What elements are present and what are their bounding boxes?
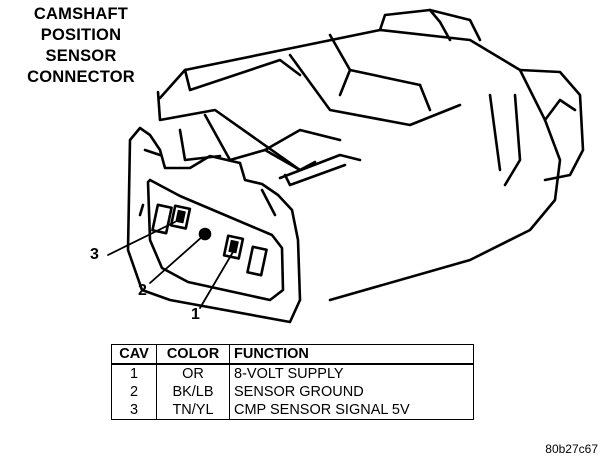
leader-3 bbox=[107, 221, 176, 256]
title-line: CONNECTOR bbox=[27, 68, 135, 86]
title-line: CAMSHAFT bbox=[33, 5, 129, 23]
callout-label-2: 2 bbox=[138, 282, 147, 299]
cell-color: TN/YL bbox=[156, 401, 230, 420]
cavity-1 bbox=[222, 234, 245, 260]
figure-code: 80b27c67 bbox=[545, 442, 598, 456]
callout-leaders bbox=[107, 221, 234, 309]
cell-color: OR bbox=[156, 364, 230, 383]
connector-rear-housing bbox=[158, 8, 585, 302]
cell-function: 8-VOLT SUPPLY bbox=[229, 364, 474, 383]
callout-label-1: 1 bbox=[191, 306, 200, 323]
leader-1 bbox=[199, 251, 234, 309]
connector-latch bbox=[156, 90, 362, 187]
cell-function: SENSOR GROUND bbox=[229, 383, 474, 401]
cavity-3 bbox=[169, 204, 192, 230]
diagram-title: CAMSHAFT POSITION SENSOR CONNECTOR bbox=[6, 4, 156, 88]
side-slots bbox=[151, 203, 268, 277]
pinout-table: CAV COLOR FUNCTION 1 OR 8-VOLT SUPPLY 2 … bbox=[111, 344, 474, 420]
cell-cav: 2 bbox=[111, 383, 157, 401]
header-color: COLOR bbox=[156, 344, 230, 365]
leader-2 bbox=[149, 235, 204, 284]
header-function: FUNCTION bbox=[229, 344, 474, 365]
cell-function: CMP SENSOR SIGNAL 5V bbox=[229, 401, 474, 420]
callout-label-3: 3 bbox=[90, 246, 99, 263]
title-line: POSITION bbox=[40, 26, 122, 44]
title-line: SENSOR bbox=[45, 47, 117, 65]
table-row: 1 OR 8-VOLT SUPPLY bbox=[111, 364, 474, 383]
table-row: 3 TN/YL CMP SENSOR SIGNAL 5V bbox=[111, 401, 474, 420]
connector-front-face bbox=[126, 126, 302, 324]
cell-cav: 3 bbox=[111, 401, 157, 420]
table-row: 2 BK/LB SENSOR GROUND bbox=[111, 383, 474, 401]
header-cav: CAV bbox=[111, 344, 157, 365]
cell-cav: 1 bbox=[111, 364, 157, 383]
table-header-row: CAV COLOR FUNCTION bbox=[111, 344, 474, 365]
cell-color: BK/LB bbox=[156, 383, 230, 401]
